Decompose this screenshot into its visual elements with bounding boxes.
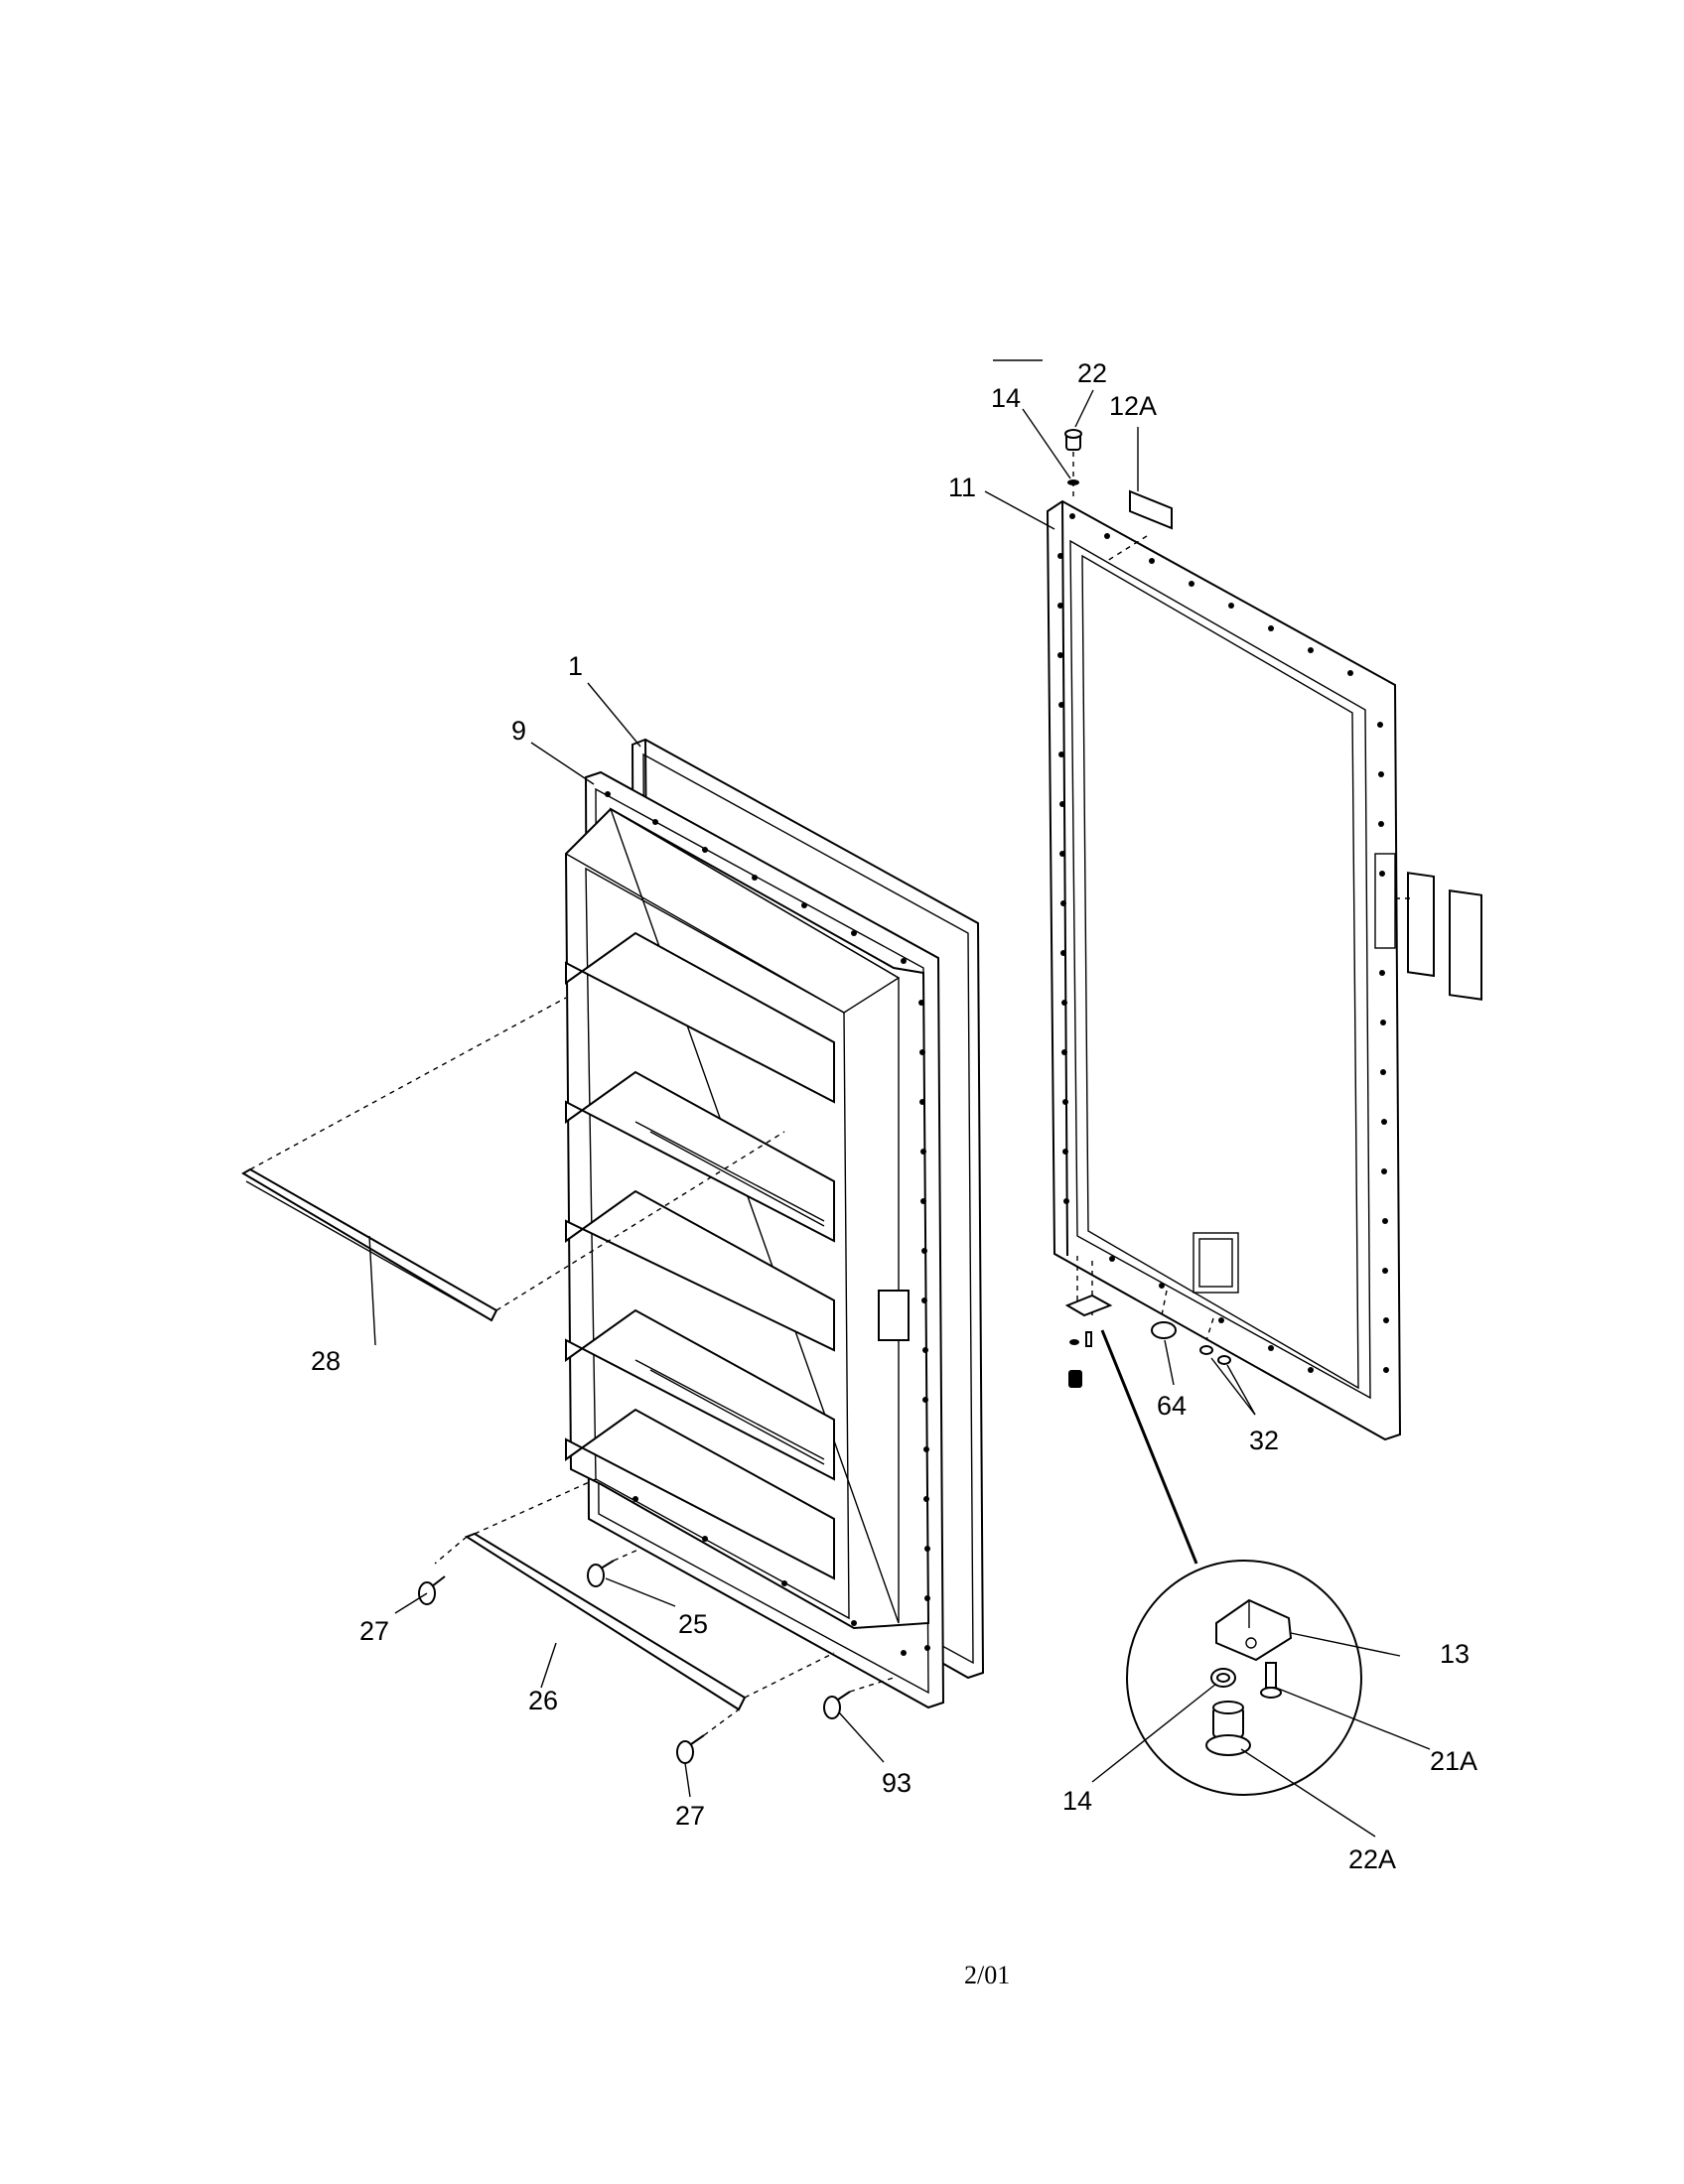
inner-door-liner [564, 738, 985, 1709]
date-code: 2/01 [964, 1961, 1010, 1989]
panel-holes [1057, 513, 1389, 1373]
door-handle [1395, 872, 1482, 1001]
callout-25: 25 [678, 1609, 708, 1639]
top-screw [1064, 429, 1082, 501]
callout-64: 64 [1157, 1391, 1187, 1421]
hinge-hardware [1064, 1256, 1231, 1565]
callout-13: 13 [1440, 1639, 1470, 1669]
leader-lines [368, 359, 1431, 1838]
callout-labels: 1 9 11 12A 14 22 64 32 13 21A 14 22A 28 … [311, 358, 1477, 1874]
callout-1: 1 [568, 651, 583, 681]
callout-27-left: 27 [359, 1616, 389, 1646]
callout-9: 9 [511, 716, 526, 746]
callout-26: 26 [528, 1686, 558, 1715]
callout-22: 22 [1077, 358, 1107, 388]
shelf-rail-lower [464, 1478, 835, 1711]
callout-22a: 22A [1348, 1844, 1396, 1874]
detail-circle [1126, 1560, 1362, 1796]
callout-14-top: 14 [991, 383, 1021, 413]
label-plate [1129, 489, 1173, 530]
callout-28: 28 [311, 1346, 341, 1376]
callout-93: 93 [882, 1768, 912, 1798]
outer-door-panel [1046, 499, 1402, 1441]
callout-12a: 12A [1109, 391, 1157, 421]
callout-21a: 21A [1430, 1746, 1477, 1776]
callout-11: 11 [948, 473, 976, 502]
callout-14-detail: 14 [1062, 1786, 1092, 1816]
callout-27-bottom: 27 [675, 1801, 705, 1831]
callout-32: 32 [1249, 1426, 1279, 1455]
